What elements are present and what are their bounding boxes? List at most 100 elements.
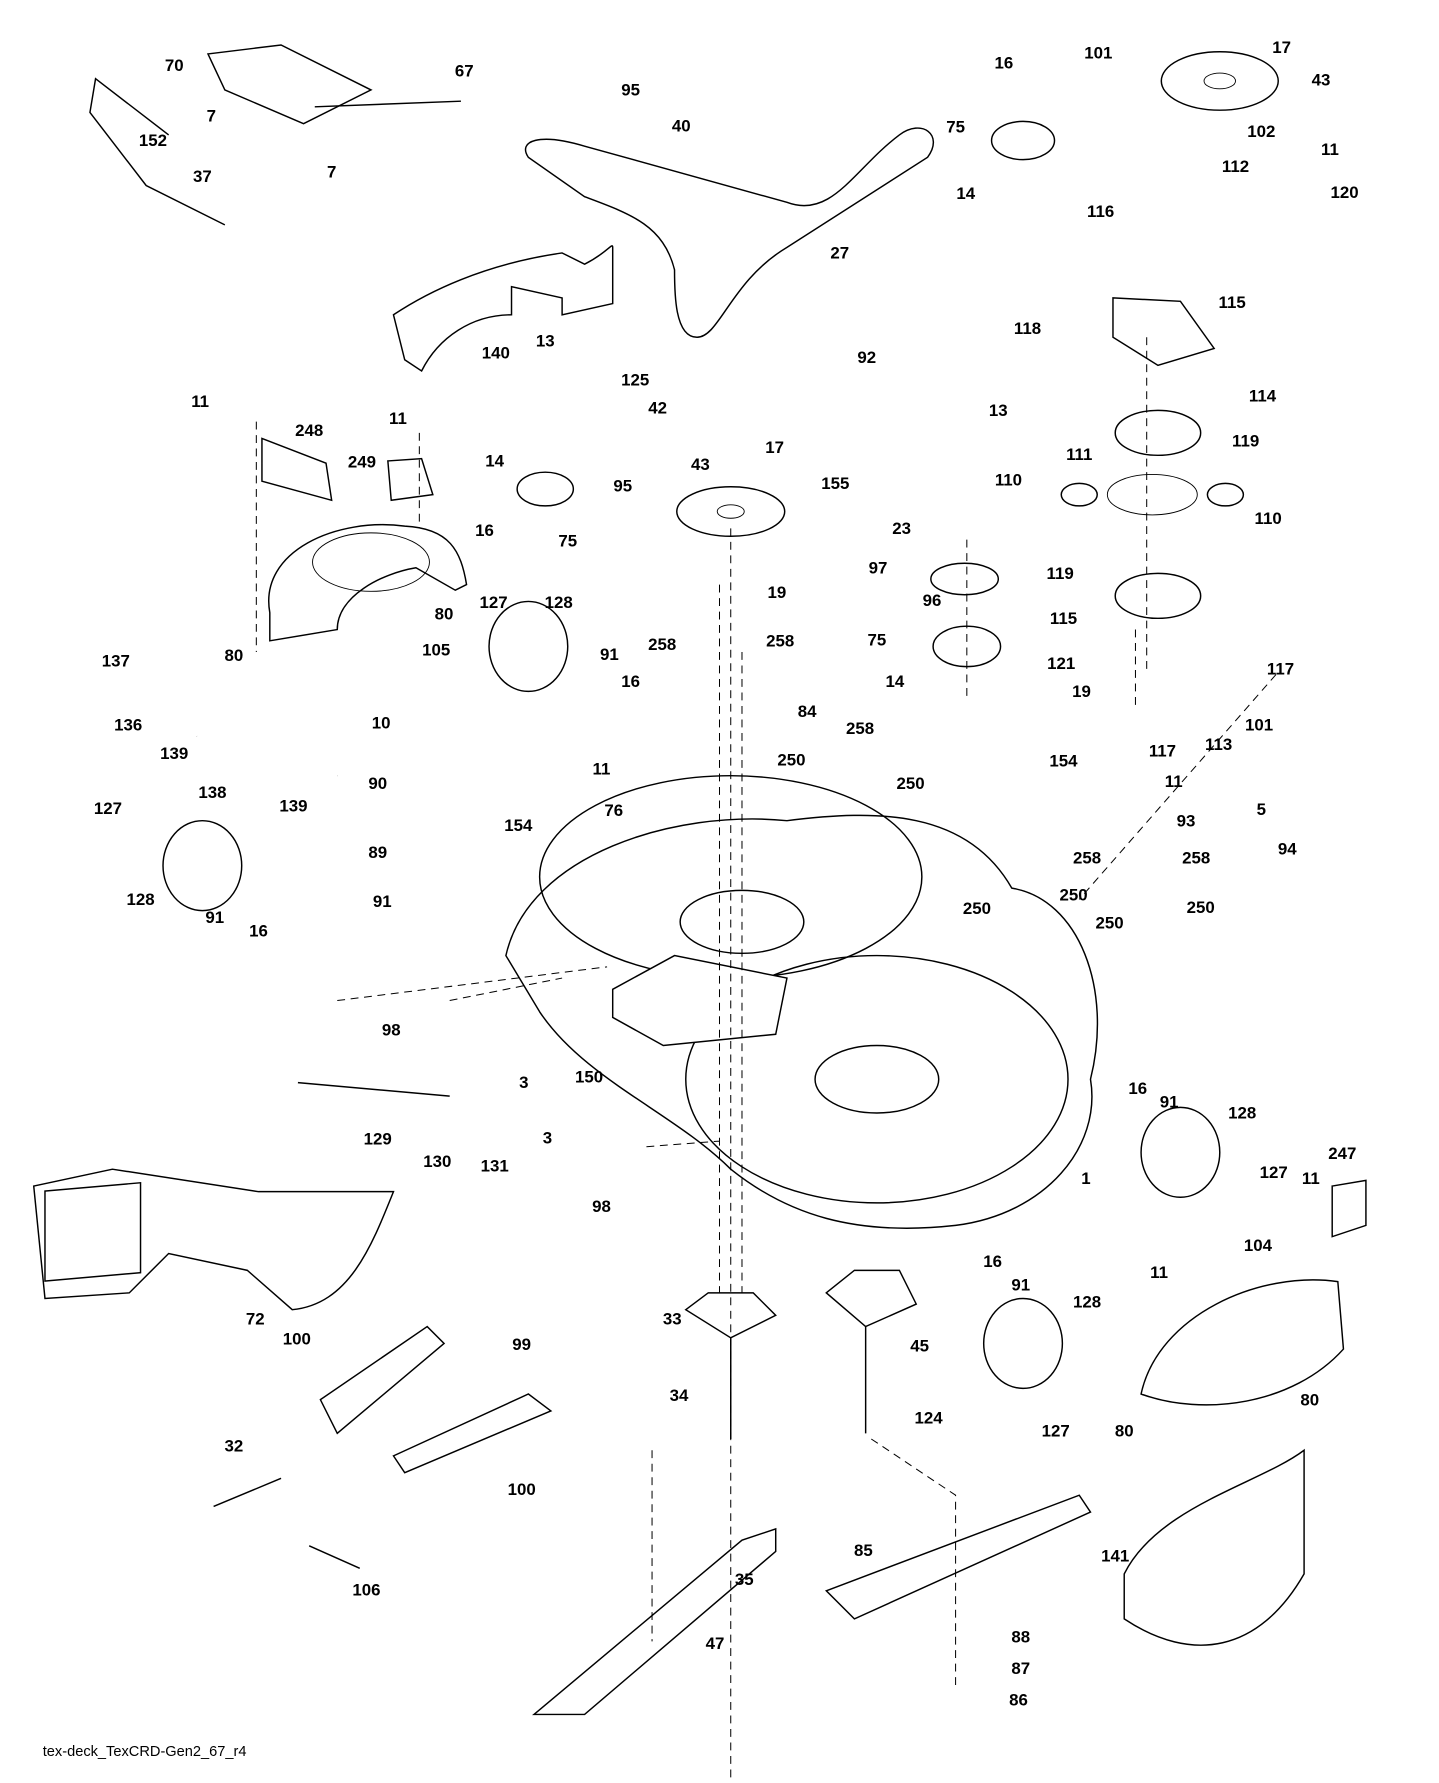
washer-97	[930, 562, 1000, 596]
part-callout-13: 13	[989, 401, 1008, 420]
part-callout-40: 40	[672, 117, 691, 136]
part-callout-127: 127	[94, 799, 122, 818]
lift-arm-99-b	[392, 1393, 553, 1474]
part-callout-95: 95	[621, 81, 640, 100]
cable-152	[89, 77, 226, 226]
part-callout-124: 124	[915, 1408, 944, 1427]
part-callout-250: 250	[1096, 914, 1124, 933]
part-callout-23: 23	[892, 519, 911, 538]
part-callout-136: 136	[114, 716, 142, 735]
discharge-chute-150	[611, 954, 788, 1047]
part-callout-258: 258	[1182, 848, 1210, 867]
chute-opening	[44, 1181, 142, 1282]
part-callout-91: 91	[1011, 1276, 1030, 1295]
part-callout-110: 110	[995, 471, 1022, 490]
part-callout-80: 80	[224, 646, 243, 665]
deck-spindle-hole-right	[814, 1044, 940, 1114]
deck-right-chamber	[685, 954, 1069, 1204]
idler-pulley-75	[516, 471, 575, 507]
part-callout-250: 250	[963, 899, 991, 918]
deflector-249	[387, 457, 434, 502]
part-callout-84: 84	[798, 702, 817, 721]
part-callout-3: 3	[519, 1073, 528, 1092]
part-callout-10: 10	[372, 713, 391, 732]
part-callout-98: 98	[592, 1197, 611, 1216]
part-callout-35: 35	[735, 1570, 754, 1589]
gear-110-right	[1206, 482, 1245, 507]
gear-119-lower	[1114, 572, 1202, 620]
part-callout-14: 14	[956, 184, 975, 203]
part-callout-80: 80	[1115, 1422, 1134, 1441]
part-callout-97: 97	[869, 558, 888, 577]
part-callout-43: 43	[691, 455, 710, 474]
part-callout-14: 14	[885, 672, 904, 691]
part-callout-16: 16	[983, 1252, 1002, 1271]
part-callout-152: 152	[139, 131, 167, 150]
part-callout-13: 13	[536, 331, 555, 350]
part-callout-70: 70	[165, 56, 184, 75]
part-callout-3: 3	[543, 1128, 552, 1147]
part-callout-67: 67	[455, 61, 474, 80]
part-callout-95: 95	[613, 476, 632, 495]
part-callout-139: 139	[279, 797, 307, 816]
part-callout-47: 47	[706, 1634, 725, 1653]
part-callout-258: 258	[766, 631, 794, 650]
part-callout-85: 85	[854, 1541, 873, 1560]
spindle-shafts	[730, 1326, 867, 1439]
part-callout-101: 101	[1245, 716, 1273, 735]
part-callout-258: 258	[1073, 848, 1101, 867]
part-callout-141: 141	[1101, 1547, 1129, 1566]
deflector-248	[261, 437, 333, 502]
part-callout-94: 94	[1278, 839, 1297, 858]
part-callout-11: 11	[1165, 772, 1183, 791]
part-callout-96: 96	[923, 591, 942, 610]
lift-arm-99-a	[319, 1325, 446, 1435]
shield-141	[1123, 1448, 1305, 1646]
part-callout-16: 16	[995, 54, 1014, 73]
mandrel-cover-opening	[312, 532, 430, 592]
part-callout-150: 150	[575, 1068, 603, 1087]
belt-shield-140	[392, 245, 614, 373]
part-callout-91: 91	[1160, 1092, 1179, 1111]
mandrel-cover-104	[1140, 1279, 1345, 1406]
part-callout-11: 11	[191, 392, 209, 411]
part-callout-88: 88	[1011, 1627, 1030, 1646]
part-callout-92: 92	[857, 348, 876, 367]
part-callout-248: 248	[295, 421, 323, 440]
part-callout-101: 101	[1084, 43, 1112, 62]
part-callout-250: 250	[1187, 898, 1215, 917]
part-callout-119: 119	[1232, 431, 1259, 450]
mower-deck-1	[505, 814, 1099, 1229]
part-callout-80: 80	[435, 604, 454, 623]
part-callout-117: 117	[1149, 742, 1176, 761]
part-callout-104: 104	[1244, 1236, 1273, 1255]
part-callout-75: 75	[558, 531, 577, 550]
part-callout-125: 125	[621, 371, 649, 390]
part-callout-43: 43	[1312, 70, 1331, 89]
part-callout-250: 250	[897, 774, 925, 793]
part-callout-105: 105	[422, 640, 450, 659]
pulley-43-hub	[716, 504, 745, 519]
part-callout-75: 75	[868, 630, 887, 649]
part-callout-155: 155	[821, 474, 849, 493]
part-callout-16: 16	[249, 921, 268, 940]
part-callout-111: 111	[1066, 445, 1092, 464]
idler-pulley-75-upper	[990, 120, 1056, 161]
idler-pulley-75-mid	[932, 625, 1002, 668]
part-callout-14: 14	[485, 452, 504, 471]
part-callout-137: 137	[102, 652, 130, 671]
blade-35	[531, 1527, 777, 1716]
mount-plate-118	[1112, 297, 1216, 367]
part-callout-7: 7	[327, 163, 336, 182]
part-callout-100: 100	[508, 1480, 536, 1499]
part-callout-32: 32	[224, 1436, 243, 1455]
part-callout-116: 116	[1087, 202, 1114, 221]
part-callout-100: 100	[283, 1330, 311, 1349]
lever-rod	[314, 100, 461, 108]
part-callout-91: 91	[600, 645, 619, 664]
part-callout-102: 102	[1247, 122, 1275, 141]
part-callout-127: 127	[1260, 1163, 1288, 1182]
gauge-wheel-128-right	[1140, 1106, 1221, 1199]
discharge-chute-72	[32, 1168, 395, 1311]
